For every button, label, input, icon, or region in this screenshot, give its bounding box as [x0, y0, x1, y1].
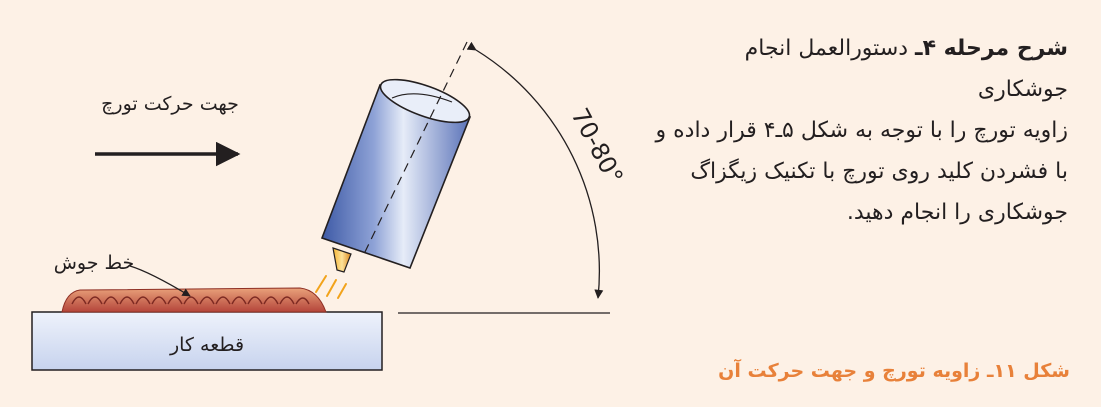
figure-caption: شکل ۱۱ـ زاویه تورچ و جهت حرکت آن: [718, 360, 1070, 382]
angle-label: 70-80°: [566, 104, 629, 189]
contact-tip: [332, 247, 352, 273]
torch-axis-line: [362, 41, 468, 257]
instruction-body: زاویه تورچ را با توجه به شکل ۵ـ۴ قرار دا…: [655, 118, 1069, 225]
travel-direction-label: جهت حرکت تورچ: [101, 93, 239, 115]
arc-sparks: [315, 275, 347, 299]
workpiece-label: قطعه کار: [169, 334, 244, 356]
weld-line-label: خط جوش: [54, 252, 135, 274]
step-title: شرح مرحله ۴ـ: [915, 36, 1068, 61]
workpiece-plate: [31, 311, 383, 371]
instruction-text: شرح مرحله ۴ـ دستورالعمل انجام جوشکاری زا…: [648, 28, 1069, 233]
step-heading-rest: دستورالعمل انجام جوشکاری: [744, 36, 1068, 102]
step-heading: شرح مرحله ۴ـ دستورالعمل انجام جوشکاری: [648, 28, 1068, 110]
weld-bead: [61, 287, 327, 313]
weld-ripples: [71, 296, 310, 305]
angle-arc: [466, 41, 604, 299]
weld-line-leader-arrow: [129, 265, 191, 297]
welding-torch-diagram: قطعه کار خط جوش جهت حرکت تورچ: [31, 41, 629, 371]
